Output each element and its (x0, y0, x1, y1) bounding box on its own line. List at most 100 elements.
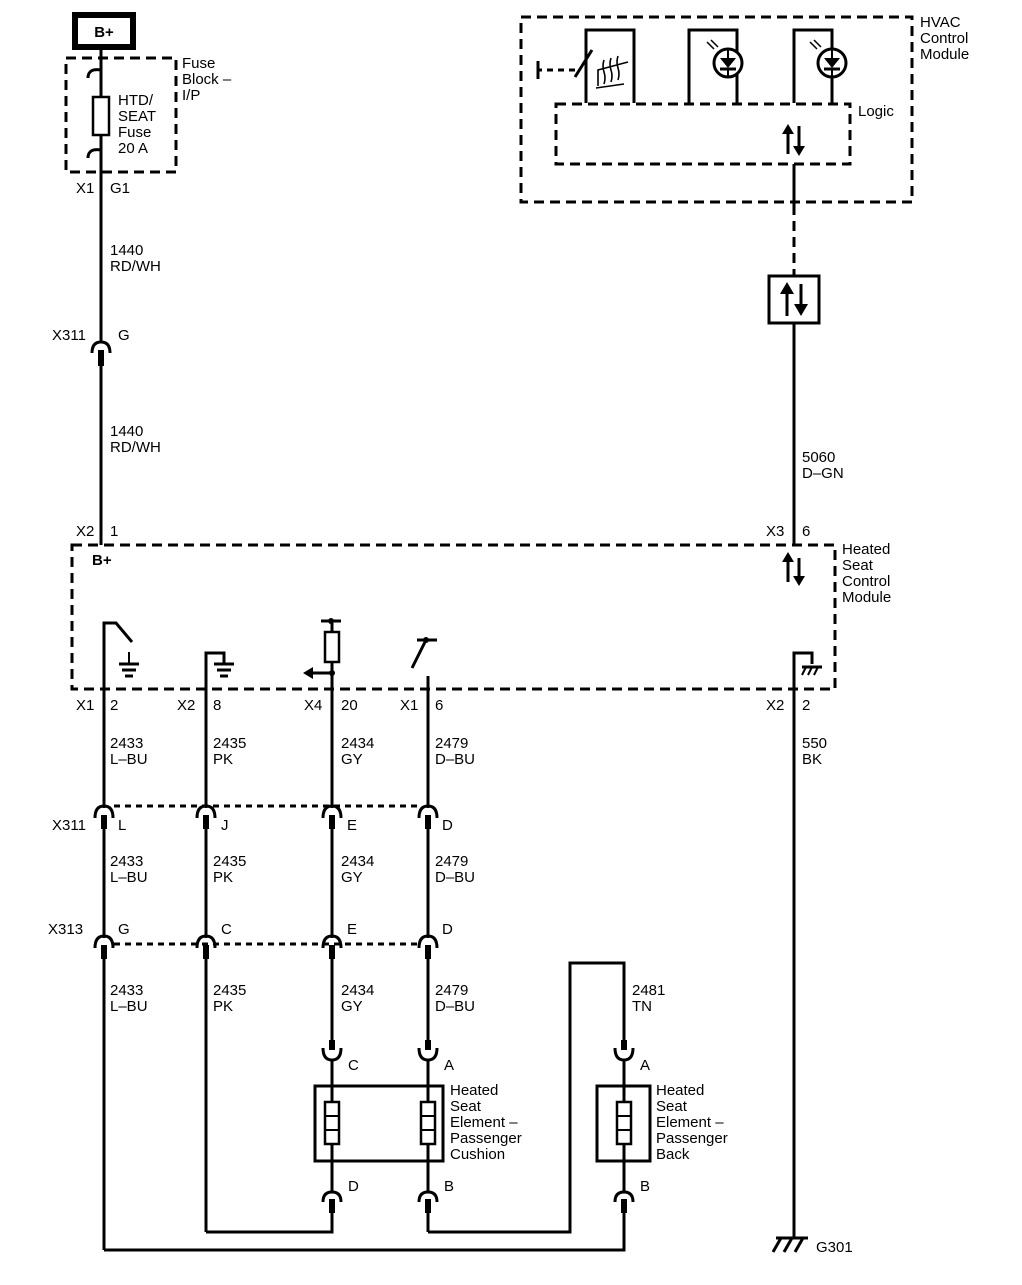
connector-x313-pin-e: E (347, 921, 357, 938)
wire-2479-seg3-circuit: 2479 (435, 982, 468, 999)
connector-x311-g (90, 340, 112, 366)
indicator-led-2 (792, 28, 848, 103)
back-pin-b: B (640, 1178, 650, 1195)
cushion-label-line5: Cushion (450, 1146, 505, 1163)
wire-2434-seg1-color: GY (341, 751, 363, 768)
wire-550-color: BK (802, 751, 822, 768)
wire-2479-seg1-circuit: 2479 (435, 735, 468, 752)
heated-seat-element-passenger-cushion (313, 1040, 445, 1213)
heated-seat-element-passenger-back (595, 1040, 652, 1213)
battery-power-label: B+ (94, 24, 114, 41)
hvac-title-line3: Module (920, 46, 969, 63)
wire-2434-seg3-circuit: 2434 (341, 982, 374, 999)
wire-2433-seg3-color: L–BU (110, 998, 148, 1015)
connector-x311-pin-l: L (118, 817, 126, 834)
wire-5060-circuit: 5060 (802, 449, 835, 466)
connector-x2-1-id: X2 (76, 523, 94, 540)
connector-x1-2-id: X1 (76, 697, 94, 714)
heated-seat-icon (595, 55, 629, 89)
fuse-block-title-line1: Fuse (182, 55, 215, 72)
wire-2481-circuit: 2481 (632, 982, 665, 999)
ground-g301-label: G301 (816, 1239, 853, 1256)
wire-2435-seg2-circuit: 2435 (213, 853, 246, 870)
wire-1440-upper-color: RD/WH (110, 258, 161, 275)
wire-2433-seg2-color: L–BU (110, 869, 148, 886)
connector-x2-2-pin: 2 (802, 697, 810, 714)
hscm-data-arrows-icon (782, 552, 805, 586)
connector-x4-20-id: X4 (304, 697, 322, 714)
wire-2435-seg3-color: PK (213, 998, 233, 1015)
heated-seat-control-module: B+ Heated Seat Control Module (70, 541, 891, 700)
wire-2434-seg3-color: GY (341, 998, 363, 1015)
switch-input-x1-6 (410, 637, 437, 700)
wire-1440-upper-circuit: 1440 (110, 242, 143, 259)
hscm-bplus-label: B+ (92, 552, 112, 569)
connector-x1-2-pin: 2 (110, 697, 118, 714)
wire-2479-seg2-circuit: 2479 (435, 853, 468, 870)
connector-x2-8-pin: 8 (213, 697, 221, 714)
hscm-title-line1: Heated (842, 541, 890, 558)
wire-2433-seg3-circuit: 2433 (110, 982, 143, 999)
cushion-pin-a: A (444, 1057, 454, 1074)
module-chassis-ground (792, 651, 822, 700)
wire-2433-seg2-circuit: 2433 (110, 853, 143, 870)
wire-2435-seg2-color: PK (213, 869, 233, 886)
cushion-label-line1: Heated (450, 1082, 498, 1099)
cushion-label-line3: Element – (450, 1114, 518, 1131)
wires-segment-3 (102, 959, 430, 1250)
wire-2434-seg1-circuit: 2434 (341, 735, 374, 752)
connector-x1-6-id: X1 (400, 697, 418, 714)
temperature-sensor-input (303, 618, 341, 700)
hvac-control-module: HVAC Control Module (519, 14, 969, 204)
serial-data-symbol (767, 274, 821, 325)
connector-x313-pin-g: G (118, 921, 130, 938)
connector-x311-g-pin: G (118, 327, 130, 344)
back-label-line4: Passenger (656, 1130, 728, 1147)
connector-x311-row (93, 804, 439, 829)
connector-x2-1-pin: 1 (110, 523, 118, 540)
connector-x313-row-id: X313 (48, 921, 83, 938)
connector-x2-8-id: X2 (177, 697, 195, 714)
module-ground-x2-8 (204, 651, 234, 700)
back-label-line3: Element – (656, 1114, 724, 1131)
fuse-label-line3: Fuse (118, 124, 151, 141)
wire-550-circuit: 550 (802, 735, 827, 752)
wire-2479-seg3-color: D–BU (435, 998, 475, 1015)
connector-x313-row (93, 934, 439, 959)
fuse-block-connector-pin: G1 (110, 180, 130, 197)
connector-x311-pin-j: J (221, 817, 229, 834)
wires-segment-2 (102, 829, 430, 938)
cushion-label-line2: Seat (450, 1098, 482, 1115)
wire-2433-seg1-circuit: 2433 (110, 735, 143, 752)
indicator-led-1 (687, 28, 744, 103)
fuse-block: HTD/ SEAT Fuse 20 A Fuse Block – I/P (64, 55, 232, 174)
logic-label: Logic (858, 103, 894, 120)
logic-data-arrows-icon (782, 124, 805, 156)
cushion-label-line4: Passenger (450, 1130, 522, 1147)
hscm-title-line3: Control (842, 573, 890, 590)
connector-x313-pin-d: D (442, 921, 453, 938)
back-label-line2: Seat (656, 1098, 688, 1115)
fuse-block-title-line3: I/P (182, 87, 200, 104)
wire-2433-seg1-color: L–BU (110, 751, 148, 768)
cushion-pin-d: D (348, 1178, 359, 1195)
wire-2435-seg1-circuit: 2435 (213, 735, 246, 752)
connector-x3-6-pin: 6 (802, 523, 810, 540)
hscm-title-line2: Seat (842, 557, 874, 574)
hvac-title-line1: HVAC (920, 14, 961, 31)
wire-1440-lower-circuit: 1440 (110, 423, 143, 440)
fuse-block-connector-id: X1 (76, 180, 94, 197)
wire-2434-seg2-circuit: 2434 (341, 853, 374, 870)
connector-x311-g-id: X311 (52, 327, 86, 344)
heated-seat-switch (536, 28, 636, 103)
back-label-line5: Back (656, 1146, 690, 1163)
fuse-label-line2: SEAT (118, 108, 156, 125)
hscm-title-line4: Module (842, 589, 891, 606)
connector-x2-2-id: X2 (766, 697, 784, 714)
wire-2435-seg3-circuit: 2435 (213, 982, 246, 999)
back-pin-a: A (640, 1057, 650, 1074)
wire-2479-seg1-color: D–BU (435, 751, 475, 768)
fuse-block-title-line2: Block – (182, 71, 232, 88)
wire-2481-color: TN (632, 998, 652, 1015)
